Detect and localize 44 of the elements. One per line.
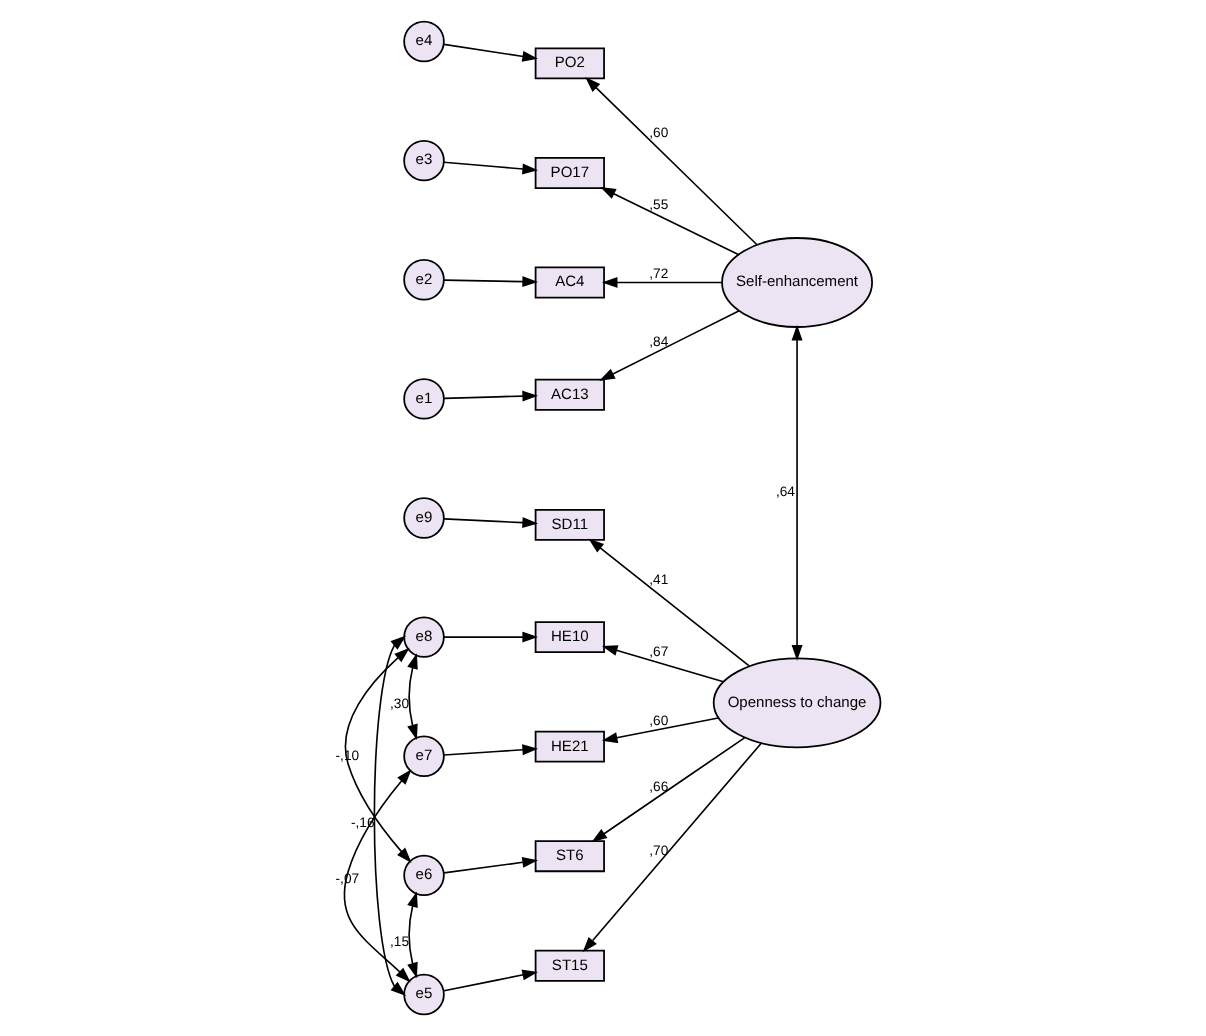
arrow [584, 77, 757, 246]
node-box: HE10 [533, 621, 604, 654]
arrow [442, 390, 537, 402]
node-ellipse: Openness to change [711, 657, 881, 749]
node-circle: e8 [402, 616, 444, 658]
arrow [600, 717, 719, 744]
arrow [442, 161, 537, 175]
node-circle: e1 [402, 378, 444, 420]
node-box: PO2 [533, 47, 604, 80]
arrow [406, 653, 417, 741]
node-circle: e9 [402, 497, 444, 539]
node-circle: e5 [402, 973, 444, 1016]
node-box: ST6 [533, 840, 604, 873]
arrow [590, 737, 745, 843]
arrow [600, 645, 724, 683]
node-ellipse: Self-enhancement [720, 237, 872, 328]
arrow [372, 635, 406, 997]
arrow [599, 187, 739, 256]
arrow [442, 517, 537, 529]
node-circle: e7 [402, 735, 444, 777]
arrow [581, 742, 761, 953]
arrow [442, 744, 537, 756]
arrow [600, 277, 722, 288]
arrow [442, 43, 537, 62]
arrow [442, 276, 537, 288]
node-circle: e2 [402, 259, 444, 301]
node-box: AC13 [533, 378, 604, 411]
node-circle: e4 [402, 20, 444, 63]
arrow [598, 309, 739, 381]
node-box: AC4 [533, 266, 604, 299]
arrow [790, 324, 802, 661]
node-box: PO17 [533, 157, 604, 189]
arrow [343, 647, 411, 863]
node-circle: e6 [402, 854, 444, 897]
arrow [406, 891, 417, 979]
node-box: HE21 [533, 730, 604, 763]
node-box: SD11 [533, 508, 604, 541]
node-circle: e3 [402, 139, 444, 182]
node-box: ST15 [533, 949, 604, 982]
arrow [442, 631, 537, 643]
arrow [442, 856, 537, 874]
arrow [442, 969, 537, 992]
arrow [587, 538, 749, 667]
arrow [342, 769, 411, 983]
